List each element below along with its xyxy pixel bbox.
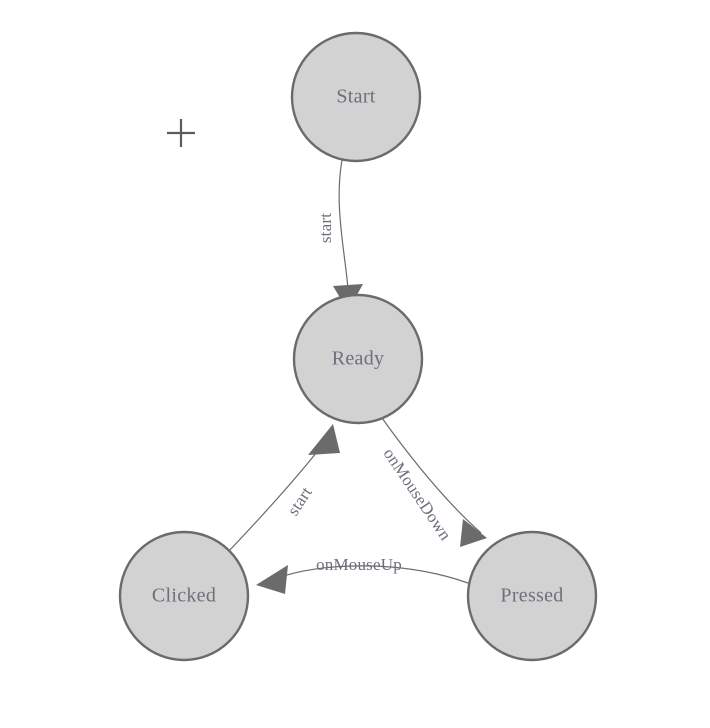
node-label-clicked: Clicked (152, 585, 216, 607)
edge-label-clicked-to-ready: start (283, 483, 315, 519)
node-circle-ready[interactable] (292, 293, 424, 425)
crosshair-marker-icon (167, 119, 195, 147)
arrowhead-clicked-to-ready (308, 424, 340, 455)
node-clicked[interactable]: Clicked (118, 530, 250, 662)
edge-clicked-to-ready[interactable]: start (227, 424, 340, 553)
node-circle-pressed[interactable] (466, 530, 598, 662)
node-label-ready: Ready (332, 348, 385, 370)
edge-path-pressed-to-clicked[interactable] (277, 565, 469, 584)
edge-label-pressed-to-clicked: onMouseUp (316, 555, 402, 574)
edge-pressed-to-clicked[interactable]: onMouseUp (256, 555, 469, 594)
node-ready[interactable]: Ready (292, 293, 424, 425)
edge-label-ready-to-pressed: onMouseDown (380, 444, 456, 544)
node-start[interactable]: Start (290, 31, 422, 163)
arrowhead-pressed-to-clicked (256, 565, 288, 594)
node-circle-start[interactable] (290, 31, 422, 163)
edge-path-start-to-ready[interactable] (338, 159, 349, 290)
edge-start-to-ready[interactable]: start (316, 159, 363, 311)
edge-ready-to-pressed[interactable]: onMouseDown (380, 417, 487, 547)
node-label-start: Start (336, 86, 375, 108)
edge-label-start-to-ready: start (316, 213, 335, 243)
edge-path-ready-to-pressed[interactable] (381, 417, 482, 534)
node-label-pressed: Pressed (500, 585, 563, 607)
node-circle-clicked[interactable] (118, 530, 250, 662)
arrowhead-ready-to-pressed (460, 519, 487, 547)
nodes-layer: Start Ready Clicked Pressed (118, 31, 598, 662)
node-pressed[interactable]: Pressed (466, 530, 598, 662)
